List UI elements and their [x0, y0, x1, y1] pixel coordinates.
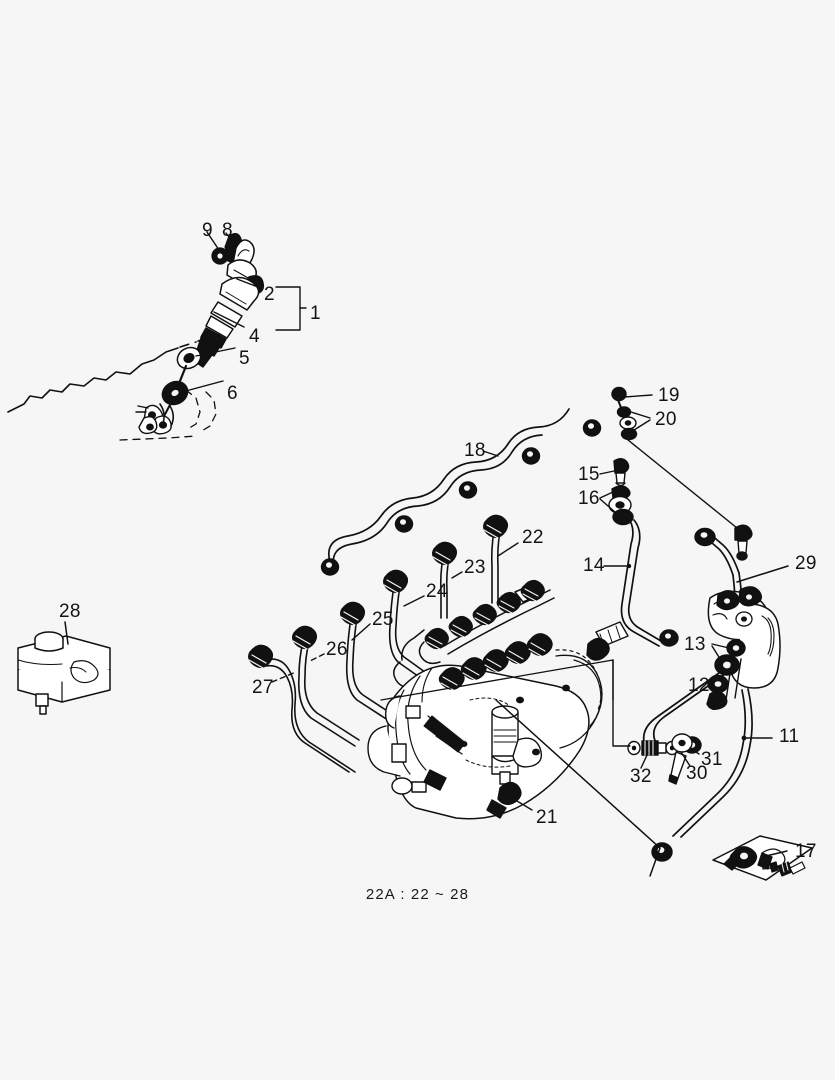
- part-30-eye-bolt: [668, 733, 693, 785]
- part-14-fuel-pipe: [620, 517, 679, 647]
- leader-21: [511, 797, 533, 811]
- callout-label: 8: [222, 220, 233, 241]
- part-17-hardware-kit: [712, 835, 813, 881]
- callout-label: 18: [464, 440, 486, 461]
- callout-label: 28: [59, 601, 81, 622]
- part-28-fuel-tank: [17, 631, 111, 715]
- callout-label: 21: [536, 807, 558, 828]
- part-9-washer: [211, 247, 229, 265]
- callout-label: 20: [655, 409, 677, 430]
- part-15-overflow-valve: [613, 458, 630, 487]
- leader-20-to-union: [627, 439, 743, 533]
- pump-outlet-pointer: [495, 699, 661, 849]
- leader-29: [736, 565, 789, 583]
- callout-label: 5: [239, 348, 250, 369]
- leader-18: [482, 450, 499, 457]
- pump-reference-lines: [380, 659, 614, 701]
- callout-label: 15: [578, 464, 600, 485]
- pump-outlet-pointer-tail: [649, 847, 661, 877]
- part-6-nut: [161, 380, 189, 406]
- leader-lines-12-13: [707, 643, 742, 701]
- callout-label: 31: [701, 749, 723, 770]
- part-2-injector-holder: [200, 239, 265, 349]
- callout-label: 4: [249, 326, 260, 347]
- callout-label: 13: [684, 634, 706, 655]
- injection-pipes-group: [248, 514, 509, 773]
- callout-label: 29: [795, 553, 817, 574]
- callout-label: 30: [686, 763, 708, 784]
- callout-label: 17: [795, 841, 817, 862]
- fuel-filter-assembly: [707, 586, 781, 689]
- callout-label: 1: [310, 303, 321, 324]
- leader-lines-injector: [181, 231, 259, 393]
- callout-label: 27: [252, 677, 274, 698]
- callout-label: 6: [227, 383, 238, 404]
- leader-lines-22-27: [271, 542, 519, 683]
- callout-label: 16: [578, 488, 600, 509]
- callout-label: 19: [658, 385, 680, 406]
- callout-label: 22: [522, 527, 544, 548]
- callout-label: 25: [372, 609, 394, 630]
- callout-label: 24: [426, 581, 448, 602]
- injector-assembly: [135, 233, 265, 435]
- part-18-leak-off-pipe: [320, 408, 602, 576]
- callout-label: 14: [583, 555, 605, 576]
- leader-lines-19-20: [623, 394, 653, 431]
- part-5-seal-washer: [176, 346, 202, 370]
- union-bolt-assembly: [734, 524, 753, 561]
- callout-label: 11: [779, 726, 800, 747]
- part-11-return-pipe: [672, 688, 753, 838]
- leader-lines-15-16: [599, 470, 616, 513]
- injector-clamp-cluster: [135, 403, 175, 435]
- part-32-fitting: [627, 740, 667, 756]
- leader-11-dot: [741, 735, 747, 741]
- engine-block-mount-pad: [119, 389, 217, 441]
- leader-lines-30-31-32: [640, 747, 700, 769]
- callout-label: 26: [326, 639, 348, 660]
- part-19-banjo-bolt: [611, 386, 627, 411]
- injection-pump-body: [367, 579, 629, 820]
- callout-label: 9: [202, 220, 213, 241]
- part-21-bolt: [486, 781, 522, 819]
- callout-label: 23: [464, 557, 486, 578]
- leader-28: [64, 621, 69, 645]
- leader-14-dot: [626, 563, 632, 569]
- part-16-washers: [608, 485, 634, 526]
- leader-17: [765, 850, 788, 857]
- callout-label: 12: [688, 675, 710, 696]
- callout-label: 32: [630, 766, 652, 787]
- part-20-washers: [616, 406, 638, 441]
- callout-bracket-1: [275, 286, 307, 331]
- figure-caption: 22A : 22 ~ 28: [365, 886, 470, 903]
- callout-label: 2: [264, 284, 275, 305]
